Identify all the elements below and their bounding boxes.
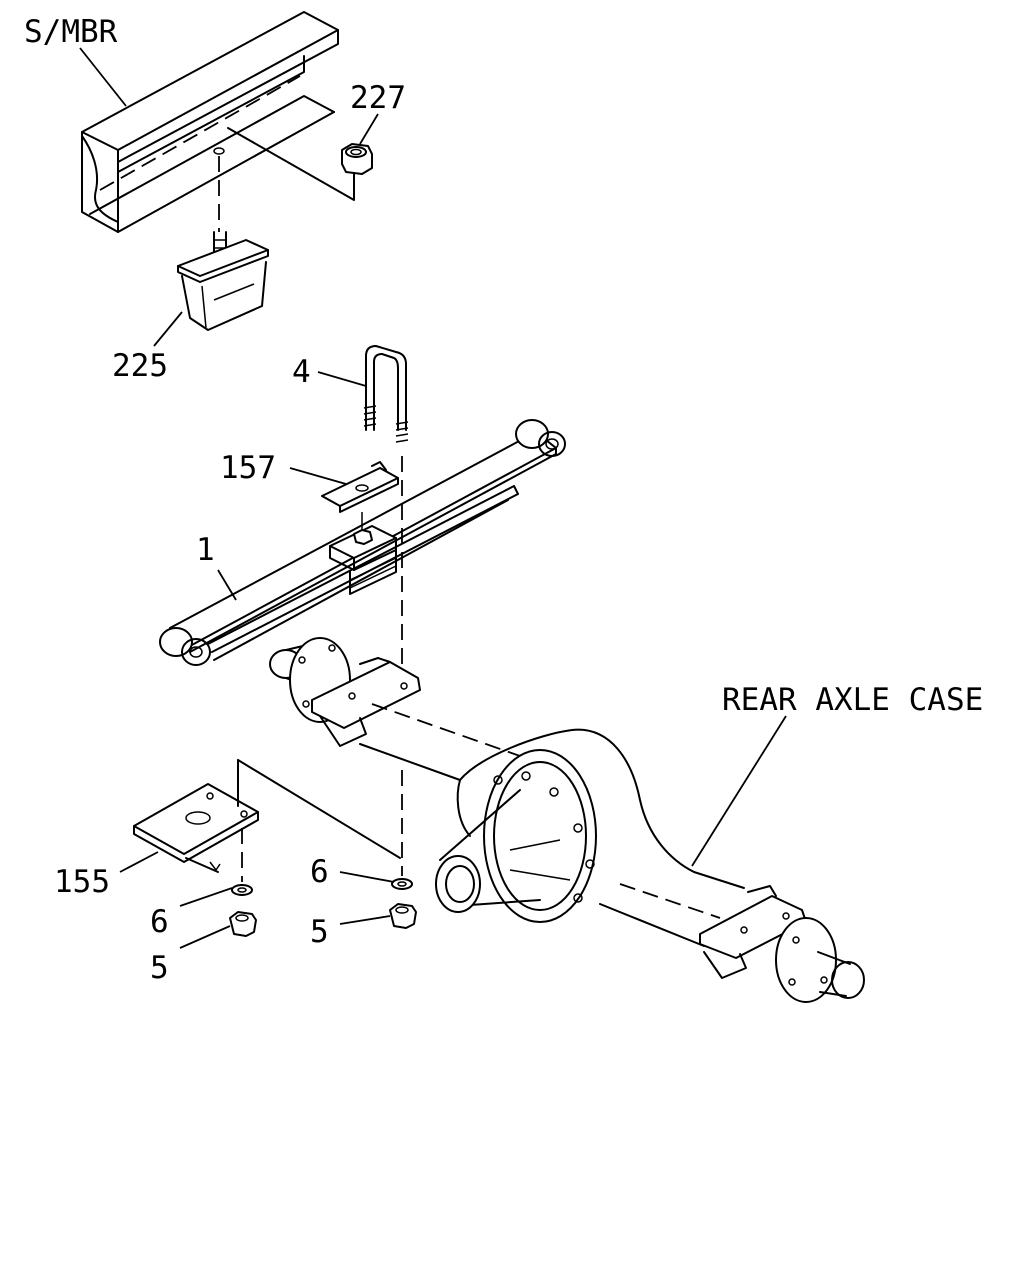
plate-155 bbox=[133, 759, 401, 882]
rear-axle-case bbox=[269, 637, 865, 1003]
washer-6-left bbox=[231, 884, 253, 896]
side-member bbox=[81, 11, 339, 233]
bumper-225 bbox=[177, 156, 269, 331]
washer-6-right bbox=[391, 878, 413, 890]
label-washer-6-left: 6 bbox=[150, 904, 169, 940]
nut-227 bbox=[227, 127, 373, 201]
label-plate-155: 155 bbox=[54, 864, 110, 900]
u-bolt-4 bbox=[363, 345, 409, 443]
plate-157 bbox=[321, 461, 399, 513]
label-nut-227: 227 bbox=[350, 80, 406, 116]
leaf-spring-1 bbox=[159, 419, 566, 666]
label-side-member: S/MBR bbox=[24, 14, 118, 50]
label-bumper-225: 225 bbox=[112, 348, 168, 384]
label-washer-6-right: 6 bbox=[310, 854, 329, 890]
label-leaf-spring-1: 1 bbox=[196, 532, 215, 568]
label-plate-157: 157 bbox=[220, 450, 276, 486]
label-u-bolt-4: 4 bbox=[292, 354, 311, 390]
nut-5-right bbox=[389, 903, 417, 929]
label-nut-5-left: 5 bbox=[150, 950, 169, 986]
label-nut-5-right: 5 bbox=[310, 914, 329, 950]
label-rear-axle-case: REAR AXLE CASE bbox=[722, 682, 983, 718]
leader-lines bbox=[79, 47, 787, 949]
nut-5-left bbox=[229, 911, 257, 937]
